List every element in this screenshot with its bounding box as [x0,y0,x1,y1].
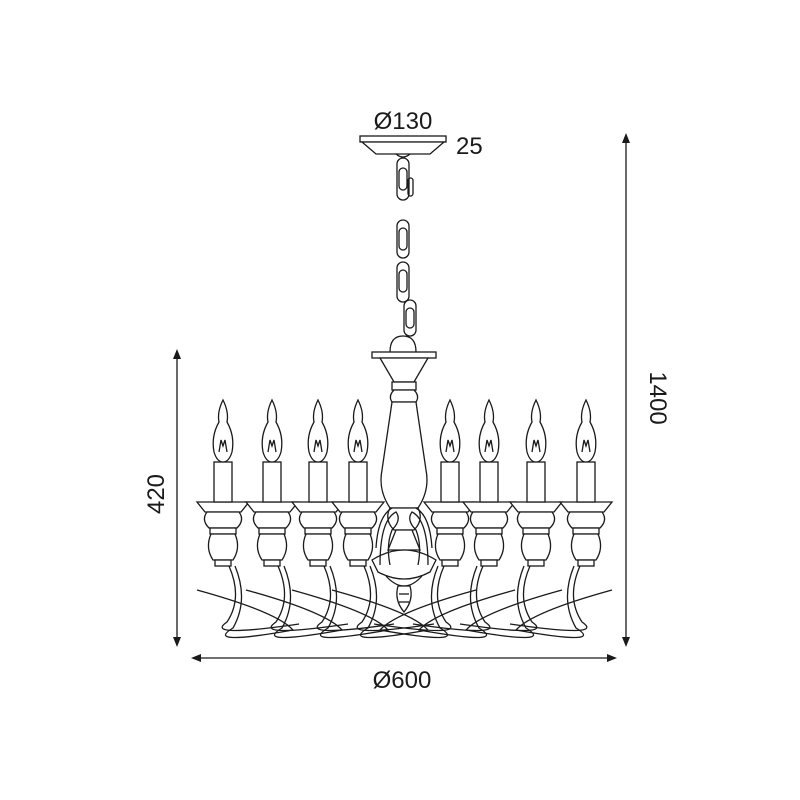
flame-bulb-icon [347,398,369,463]
central-column [371,351,437,614]
suspension-chain [389,157,417,353]
total-height-label: 1400 [644,371,671,424]
candle-sleeve [576,461,596,503]
candle-sleeve [262,461,282,503]
flame-bulb-icon [439,398,461,463]
candle-arm [373,398,478,639]
overall-diameter-label: Ø600 [373,667,432,694]
flame-bulb-icon [525,398,547,463]
candle-arm [412,398,517,639]
candle-arm [290,398,395,639]
candle-arms [195,398,614,639]
candle-sleeve [479,461,499,503]
candle-arm [195,398,300,639]
flame-bulb-icon [307,398,329,463]
canopy-diameter-label: Ø130 [374,108,433,135]
candle-sleeve [526,461,546,503]
candle-sleeve [348,461,368,503]
candle-sleeve [440,461,460,503]
flame-bulb-icon [261,398,283,463]
ceiling-canopy [359,135,447,158]
canopy-height-label: 25 [456,133,483,160]
candle-arm [459,398,564,639]
flame-bulb-icon [478,398,500,463]
body-height-label: 420 [143,474,170,514]
candle-sleeve [213,461,233,503]
dimension-lines [173,133,630,662]
candle-arm [244,398,349,639]
candle-arm [509,398,614,639]
flame-bulb-icon [575,398,597,463]
candle-sleeve [308,461,328,503]
candle-arm [330,398,435,639]
flame-bulb-icon [212,398,234,463]
